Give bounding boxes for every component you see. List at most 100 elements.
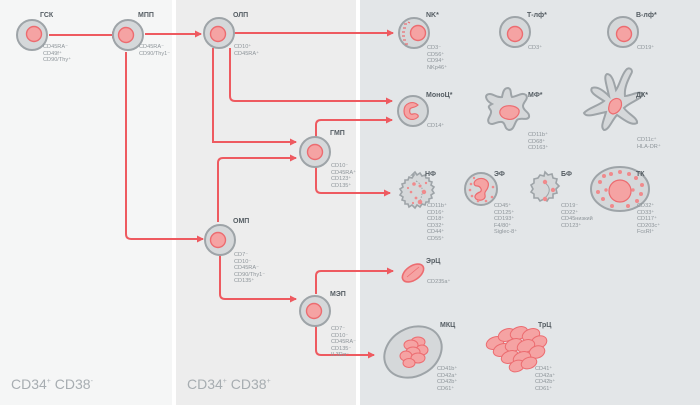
marker-item: CD42b⁺ [437, 379, 458, 386]
marker-item: CD45RA⁻ [43, 44, 69, 50]
nucleus [305, 302, 323, 320]
label-platelets: ТрЦ [538, 322, 552, 329]
zone-label-cd38-negative: CD34+ CD38- [11, 376, 93, 392]
cell-t-lymphocyte [499, 16, 531, 48]
marker-item: CD42b⁺ [535, 379, 556, 386]
marker-item: CD32⁺ [427, 222, 445, 229]
marker-item: CD163⁺ [528, 145, 549, 152]
marker-item: CD11b⁺ [427, 203, 447, 209]
cell-monocyte [397, 95, 429, 127]
marker-item: CD123⁺ [561, 222, 582, 229]
marker-item: CD14⁺ [427, 123, 445, 129]
label-erythrocyte: ЭрЦ [426, 258, 441, 265]
marker-item: CD18⁺ [427, 216, 445, 223]
marker-item: Siglec-8⁺ [494, 229, 518, 236]
marker-item: CD125⁺ [494, 209, 515, 216]
markers-mast: CD32⁺CD33⁺CD117⁺CD203c⁺FcεRI⁺ [637, 203, 660, 236]
marker-item: CD90/Thy1⁻ [234, 271, 266, 278]
markers-dendritic: CD11c⁺HLA-DR⁺ [637, 137, 661, 150]
nucleus [506, 25, 524, 43]
nucleus [209, 231, 227, 249]
label-gmp: ГМП [330, 130, 345, 137]
label-mpp: МПП [138, 12, 154, 19]
marker-item: HLA-DR⁺ [637, 143, 661, 150]
arrow-olp-mono [229, 48, 393, 105]
nucleus-lobes [399, 336, 429, 368]
arrows [49, 29, 394, 359]
marker-item: CD11b⁺ [528, 132, 548, 138]
marker-item: NKp46⁺ [427, 64, 448, 71]
marker-item: CD42a⁺ [535, 372, 556, 379]
markers-nk: CD3⁻CD56⁺CD94⁺NKp46⁺ [427, 45, 447, 71]
label-macrophage: МФ* [528, 92, 543, 99]
marker-item: CD193⁺ [494, 216, 515, 223]
arrow-mep-erc [315, 267, 394, 294]
label-b-lymphocyte: В-лф* [636, 12, 657, 19]
markers-mpp: CD45RA⁻CD90/Thy1⁻ [139, 44, 170, 57]
marker-item: CD7⁻ [331, 326, 346, 332]
marker-item: CD33⁺ [637, 209, 655, 216]
label-dendritic: ДК* [636, 92, 648, 99]
marker-item: CD203c⁺ [637, 222, 661, 229]
markers-neutrophil: CD11b⁺CD16⁺CD18⁺CD32⁺CD44⁺CD55⁺ [427, 203, 447, 243]
cell-mast [590, 166, 650, 212]
marker-item: CD49f⁺ [43, 50, 62, 57]
cell-eosinophil [464, 172, 498, 206]
marker-item: CD19⁻ [561, 203, 579, 209]
cell-platelets [485, 326, 548, 373]
marker-item: CD45RA⁺ [234, 50, 260, 57]
label-gsk: ГСК [40, 12, 54, 19]
cell-mpp [112, 19, 144, 51]
nucleus [25, 25, 43, 43]
cell-megakaryocyte [383, 325, 443, 379]
arrow-omp-mep [219, 255, 297, 303]
markers-gmp: CD10⁻CD45RA⁺CD123⁺CD135⁺ [331, 163, 356, 189]
marker-item: F4/80⁺ [494, 222, 512, 229]
markers-gsk: CD45RA⁻CD49f⁺CD90/Thy⁺ [43, 44, 71, 64]
marker-item: CD16⁺ [427, 209, 445, 216]
nucleus [608, 179, 632, 203]
label-eosinophil: ЭФ [494, 171, 505, 178]
nucleus [615, 25, 633, 43]
marker-item: CD41⁺ [535, 366, 553, 372]
cell-neutrophil [398, 170, 436, 210]
label-t-lymphocyte: Т-лф* [527, 12, 547, 19]
nucleus [306, 143, 324, 161]
marker-item: CD45RA⁻ [331, 339, 357, 346]
marker-item: CD135⁻ [331, 345, 352, 352]
zone-panel-cd38-positive [176, 0, 356, 405]
markers-macrophage: CD11b⁺CD68⁺CD163⁺ [528, 132, 548, 152]
arrow-mep-mkc [315, 326, 375, 359]
marker-item: CD61⁺ [437, 385, 455, 392]
cell-gsk [16, 19, 48, 51]
cell-macrophage [485, 86, 531, 132]
nucleus [608, 97, 623, 115]
marker-item: CD7⁻ [234, 252, 249, 258]
zone-panel-cd38-negative [0, 0, 172, 405]
cell-b-lymphocyte [607, 16, 639, 48]
marker-item: CD94⁺ [427, 58, 445, 65]
marker-item: CD56⁺ [427, 51, 445, 58]
cell-mep [299, 295, 331, 327]
marker-item: CD10⁻ [331, 332, 349, 339]
marker-item: CD22⁺ [561, 209, 579, 216]
marker-item: CD42a⁺ [437, 372, 458, 379]
label-mast: ТК [636, 171, 645, 178]
marker-item: CD45⁺ [494, 203, 512, 209]
marker-item: CD45низкий [561, 216, 593, 223]
marker-item: CD90/Thy⁺ [43, 57, 72, 64]
arrow-olp-gmp [212, 48, 297, 146]
marker-item: CD10⁻ [331, 163, 349, 169]
nucleus [403, 101, 419, 121]
marker-item: CD123⁺ [331, 176, 352, 183]
marker-item: CD32⁺ [637, 203, 655, 209]
arrow-gmp-mono-upper [315, 116, 393, 137]
granules [596, 170, 644, 208]
marker-item: CD10⁻ [234, 258, 252, 265]
markers-b-lymphocyte: CD19⁺ [637, 45, 654, 52]
markers-t-lymphocyte: CD3⁺ [528, 45, 542, 52]
nucleus [473, 177, 489, 201]
nucleus [499, 105, 520, 120]
markers-monocyte: CD14⁺ [427, 123, 444, 130]
marker-item: CD117⁺ [637, 216, 657, 223]
